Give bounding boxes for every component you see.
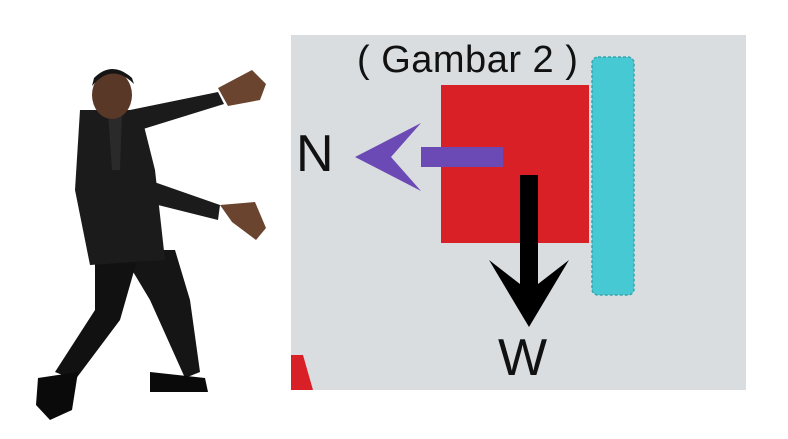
weight-force-label: W — [498, 329, 548, 387]
presenting-man-figure — [36, 69, 266, 420]
weight-force-arrow — [489, 175, 569, 327]
normal-force-label: N — [296, 125, 334, 183]
normal-force-arrow — [355, 123, 503, 191]
wall — [591, 56, 635, 296]
diagram-caption: ( Gambar 2 ) — [357, 39, 579, 81]
force-diagram-panel: ( Gambar 2 ) — [291, 35, 746, 390]
partial-shape — [291, 355, 313, 390]
force-diagram-graphics — [291, 56, 635, 390]
